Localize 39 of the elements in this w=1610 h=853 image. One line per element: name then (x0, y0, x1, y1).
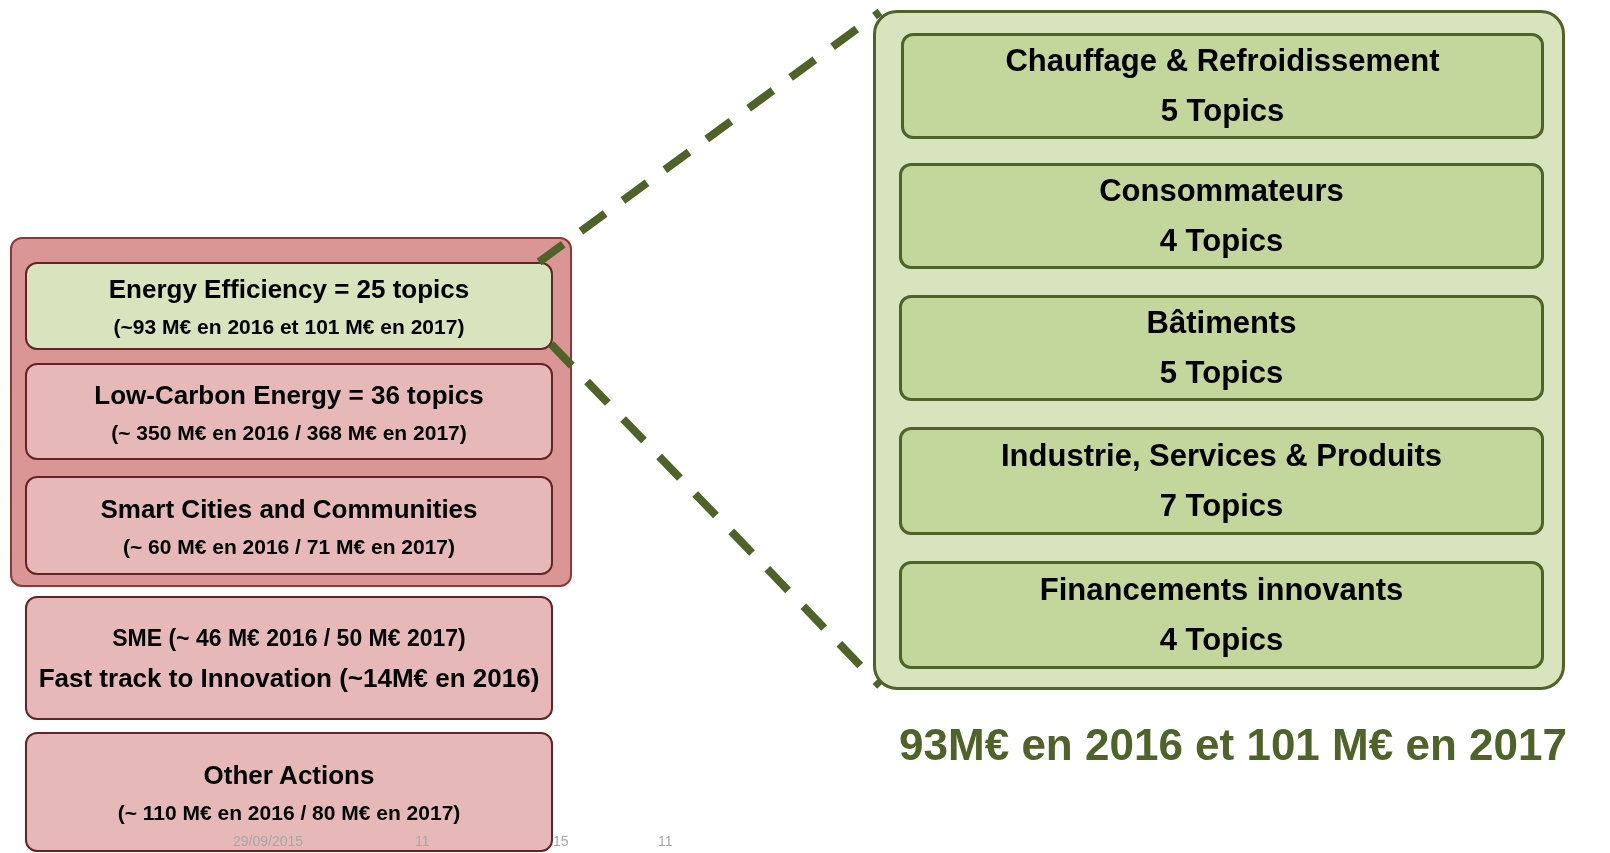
footer-text: 29/09/2015 (233, 832, 304, 850)
footer-text: 11 (415, 832, 430, 850)
topic-box (899, 561, 1544, 669)
box-subtitle: 5 Topics (1158, 354, 1285, 392)
box-subtitle: (~93 M€ en 2016 et 101 M€ en 2017) (112, 314, 466, 340)
box-title: Bâtiments (1145, 304, 1298, 342)
box-title: Smart Cities and Communities (99, 492, 479, 526)
category-box (25, 262, 553, 350)
box-title: Low-Carbon Energy = 36 topics (93, 378, 485, 412)
dashed-connector (536, 8, 883, 266)
budget-caption: 93M€ en 2016 et 101 M€ en 2017 (898, 719, 1568, 771)
box-title: Chauffage & Refroidissement (1004, 42, 1441, 80)
box-subtitle: Fast track to Innovation (~14M€ en 2016) (37, 662, 541, 695)
box-title: Energy Efficiency = 25 topics (107, 273, 471, 306)
category-box (25, 476, 553, 575)
group-panel (10, 237, 572, 587)
topic-box (899, 295, 1544, 401)
footer-text: 15 (553, 832, 569, 850)
box-subtitle: 4 Topics (1158, 621, 1285, 659)
box-title: Other Actions (202, 759, 376, 792)
topic-box (901, 33, 1544, 139)
box-subtitle: (~ 350 M€ en 2016 / 368 M€ en 2017) (110, 419, 468, 446)
footer-text: 11 (658, 832, 673, 850)
breakdown-panel (873, 10, 1565, 690)
dashed-connector (548, 341, 883, 689)
box-subtitle: (~ 110 M€ en 2016 / 80 M€ en 2017) (116, 800, 462, 826)
box-title: Consommateurs (1098, 172, 1345, 210)
box-subtitle: (~ 60 M€ en 2016 / 71 M€ en 2017) (121, 533, 457, 560)
box-title: Financements innovants (1038, 571, 1405, 609)
category-box (25, 596, 553, 720)
topic-box (899, 163, 1544, 269)
box-title: Industrie, Services & Produits (1000, 437, 1443, 475)
box-title: SME (~ 46 M€ 2016 / 50 M€ 2017) (111, 624, 467, 653)
topic-box (899, 427, 1544, 535)
box-subtitle: 5 Topics (1159, 92, 1286, 130)
box-subtitle: 7 Topics (1158, 487, 1285, 525)
box-subtitle: 4 Topics (1158, 222, 1285, 260)
category-box (25, 363, 553, 460)
category-box (25, 732, 553, 852)
